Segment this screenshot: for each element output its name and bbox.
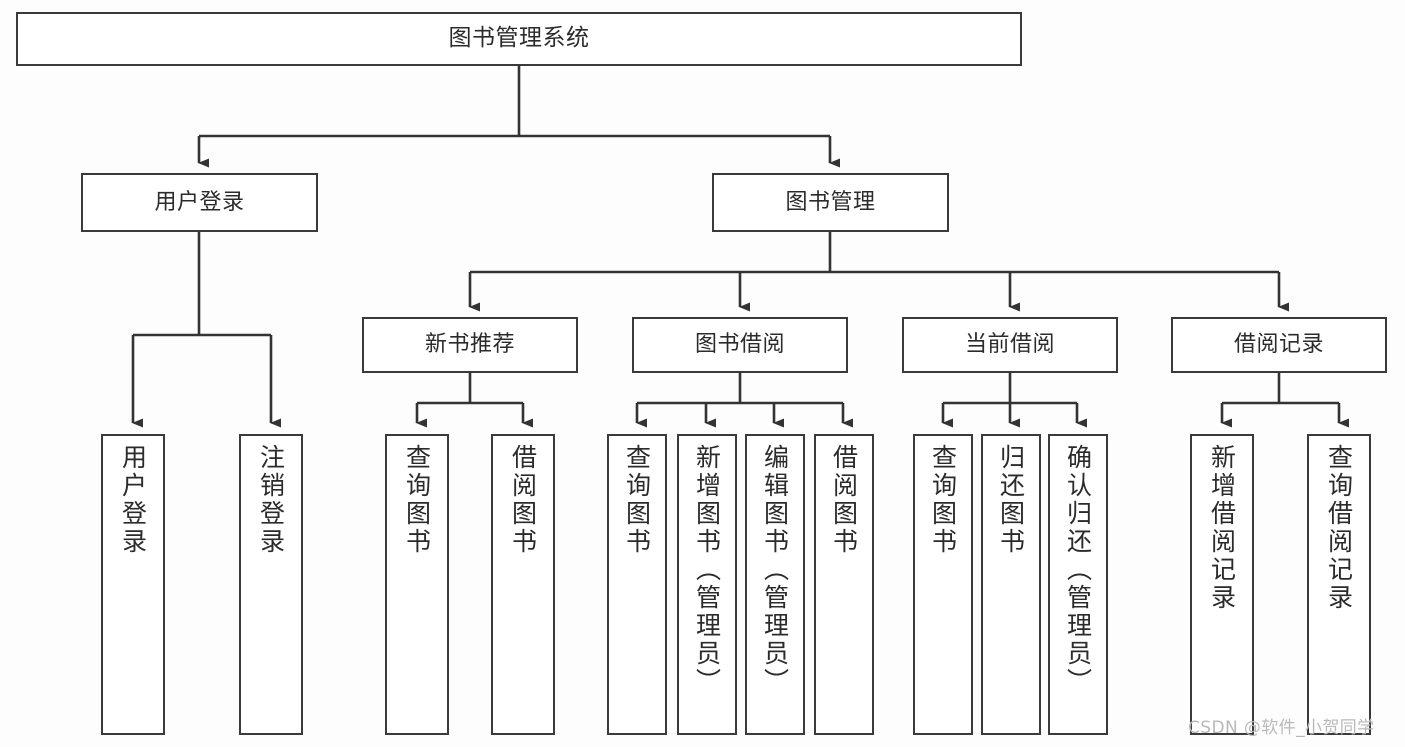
node-label: 确认归还（管理员） [1063,444,1093,696]
node-borrow-records[interactable]: 借阅记录 [1171,317,1387,373]
leaf-current-query[interactable]: 查询图书 [913,434,973,735]
node-label: 图书管理系统 [448,25,590,52]
csdn-watermark: CSDN @软件_小贺同学 [1188,718,1375,738]
node-label: 新增借阅记录 [1207,444,1237,612]
leaf-new-book-query[interactable]: 查询图书 [385,434,449,735]
node-label: 查询图书 [928,444,958,556]
leaf-user-login-logout[interactable]: 注销登录 [239,434,303,735]
leaf-borrow-query[interactable]: 查询图书 [607,434,667,735]
leaf-records-query-record[interactable]: 查询借阅记录 [1307,434,1371,735]
node-label: 借阅记录 [1233,332,1324,358]
leaf-borrow-add-book-admin[interactable]: 新增图书（管理员） [677,434,737,735]
leaf-user-login-login[interactable]: 用户登录 [101,434,165,735]
leaf-records-add-record[interactable]: 新增借阅记录 [1190,434,1254,735]
node-label: 注销登录 [256,444,286,556]
node-label: 借阅图书 [508,444,538,556]
node-label: 归还图书 [996,444,1026,556]
leaf-borrow-borrow-book[interactable]: 借阅图书 [814,434,874,735]
node-book-borrow[interactable]: 图书借阅 [632,317,848,373]
node-label: 新书推荐 [424,332,515,358]
node-label: 新增图书（管理员） [692,444,722,696]
node-new-book-recommend[interactable]: 新书推荐 [362,317,578,373]
node-label: 查询借阅记录 [1324,444,1354,612]
node-label: 查询图书 [622,444,652,556]
node-root-book-management-system[interactable]: 图书管理系统 [16,12,1022,66]
node-label: 编辑图书（管理员） [760,444,790,696]
leaf-current-confirm-return-admin[interactable]: 确认归还（管理员） [1048,434,1108,735]
node-user-login[interactable]: 用户登录 [81,173,318,232]
leaf-new-book-borrow[interactable]: 借阅图书 [491,434,555,735]
node-label: 借阅图书 [829,444,859,556]
node-label: 图书管理 [785,189,876,215]
node-label: 用户登录 [154,189,245,215]
node-label: 图书借阅 [694,332,785,358]
node-label: 当前借阅 [964,332,1055,358]
node-current-borrow[interactable]: 当前借阅 [902,317,1118,373]
leaf-current-return-book[interactable]: 归还图书 [981,434,1041,735]
node-label: 用户登录 [118,444,148,556]
node-book-management[interactable]: 图书管理 [712,173,949,232]
node-label: 查询图书 [402,444,432,556]
leaf-borrow-edit-book-admin[interactable]: 编辑图书（管理员） [745,434,805,735]
